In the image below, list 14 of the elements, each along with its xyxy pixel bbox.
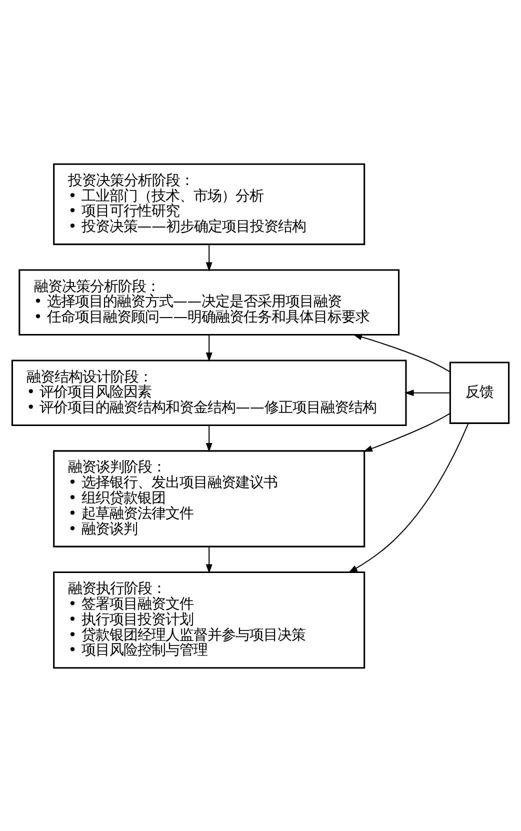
arrow bbox=[404, 389, 450, 396]
arrow bbox=[352, 333, 450, 372]
arrow bbox=[206, 334, 212, 362]
node-box: 融资执行阶段： • 签署项目融资文件 • 执行项目投资计划 • 贷款银团经理人监督并参与项目决策 • 项目风险控制与管理 bbox=[53, 571, 366, 668]
arrow bbox=[206, 424, 212, 452]
node-box: 融资结构设计阶段： • 评价项目风险因素 • 评价项目的融资结构和资金结构——修正项目融资结构 bbox=[11, 359, 407, 426]
arrow bbox=[206, 244, 212, 272]
arrow bbox=[363, 412, 450, 452]
node-box: 融资谈判阶段： • 选择银行、发出项目融资建议书 • 组织贷款银团 • 起草融资法律文件 • 融资谈判 bbox=[53, 450, 366, 547]
arrow bbox=[206, 546, 212, 574]
node-box: 融资决策分析阶段： • 选择项目的融资方式——决定是否采用项目融资 • 任命项目融资顾问——明确融资任务和具体目标要求 bbox=[18, 268, 400, 336]
node-box: 反馈 bbox=[449, 361, 510, 424]
arrow bbox=[348, 422, 469, 572]
node-box: 投资决策分析阶段： • 工业部门（技术、市场）分析 • 项目可行性研究 • 投资决策——初步确定项目投资结构 bbox=[53, 162, 366, 245]
